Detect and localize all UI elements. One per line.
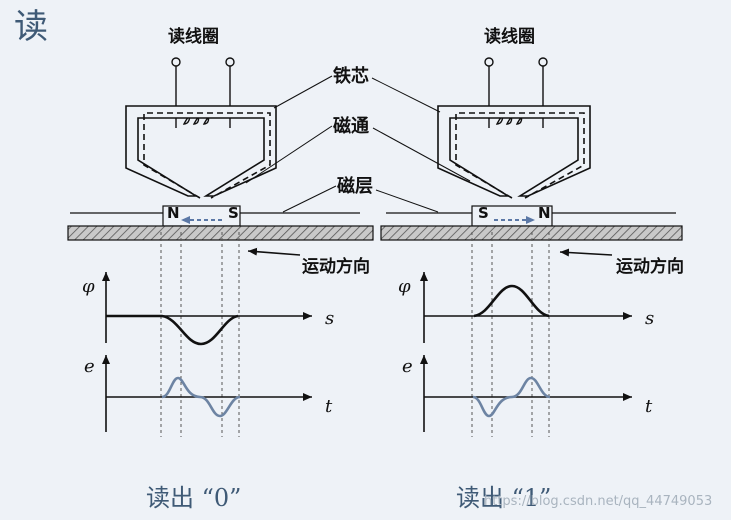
right-caption: 读出 “1” <box>456 484 551 512</box>
left-iron-core <box>125 105 277 197</box>
right-s-label: s <box>645 308 654 329</box>
right-panel: 读线圈 S N 运动方向 φ s e t <box>380 26 684 512</box>
right-emf-curve <box>472 376 551 418</box>
callouts <box>245 75 471 213</box>
right-t-label: t <box>645 396 653 417</box>
callout-core: 铁芯 <box>333 65 369 87</box>
left-motion-arrow <box>247 247 301 256</box>
left-t-label: t <box>325 396 333 417</box>
right-phi-symbol: φ <box>398 276 411 297</box>
left-flux-curve <box>106 314 239 346</box>
left-motion-label: 运动方向 <box>302 256 370 277</box>
left-pole-s: S <box>228 204 239 222</box>
left-flux-path <box>143 112 271 199</box>
right-e-symbol: e <box>402 356 413 377</box>
left-caption: 读出 “0” <box>146 484 241 512</box>
left-coil-label: 读线圈 <box>168 26 219 47</box>
left-medium <box>67 225 374 241</box>
right-guides <box>471 232 550 437</box>
left-phi-symbol: φ <box>82 276 95 297</box>
right-flux-path <box>455 112 585 199</box>
watermark: https://blog.csdn.net/qq_44749053 <box>484 494 712 509</box>
left-guides <box>160 232 240 437</box>
corner-title: 读 <box>14 7 48 47</box>
right-pole-n: N <box>538 204 551 222</box>
callout-layer: 磁层 <box>337 175 373 197</box>
right-flux-curve <box>473 284 550 318</box>
right-iron-core <box>437 105 591 197</box>
left-e-symbol: e <box>84 356 95 377</box>
left-panel: 读线圈 N S 运动方向 φ <box>67 26 374 512</box>
left-s-label: s <box>325 308 334 329</box>
left-pole-n: N <box>167 204 180 222</box>
left-emf-curve <box>161 376 241 418</box>
right-motion-arrow <box>559 248 613 257</box>
callout-flux: 磁通 <box>333 115 369 137</box>
right-motion-label: 运动方向 <box>616 256 684 277</box>
right-coil-label: 读线圈 <box>484 26 535 47</box>
right-pole-s: S <box>478 204 489 222</box>
